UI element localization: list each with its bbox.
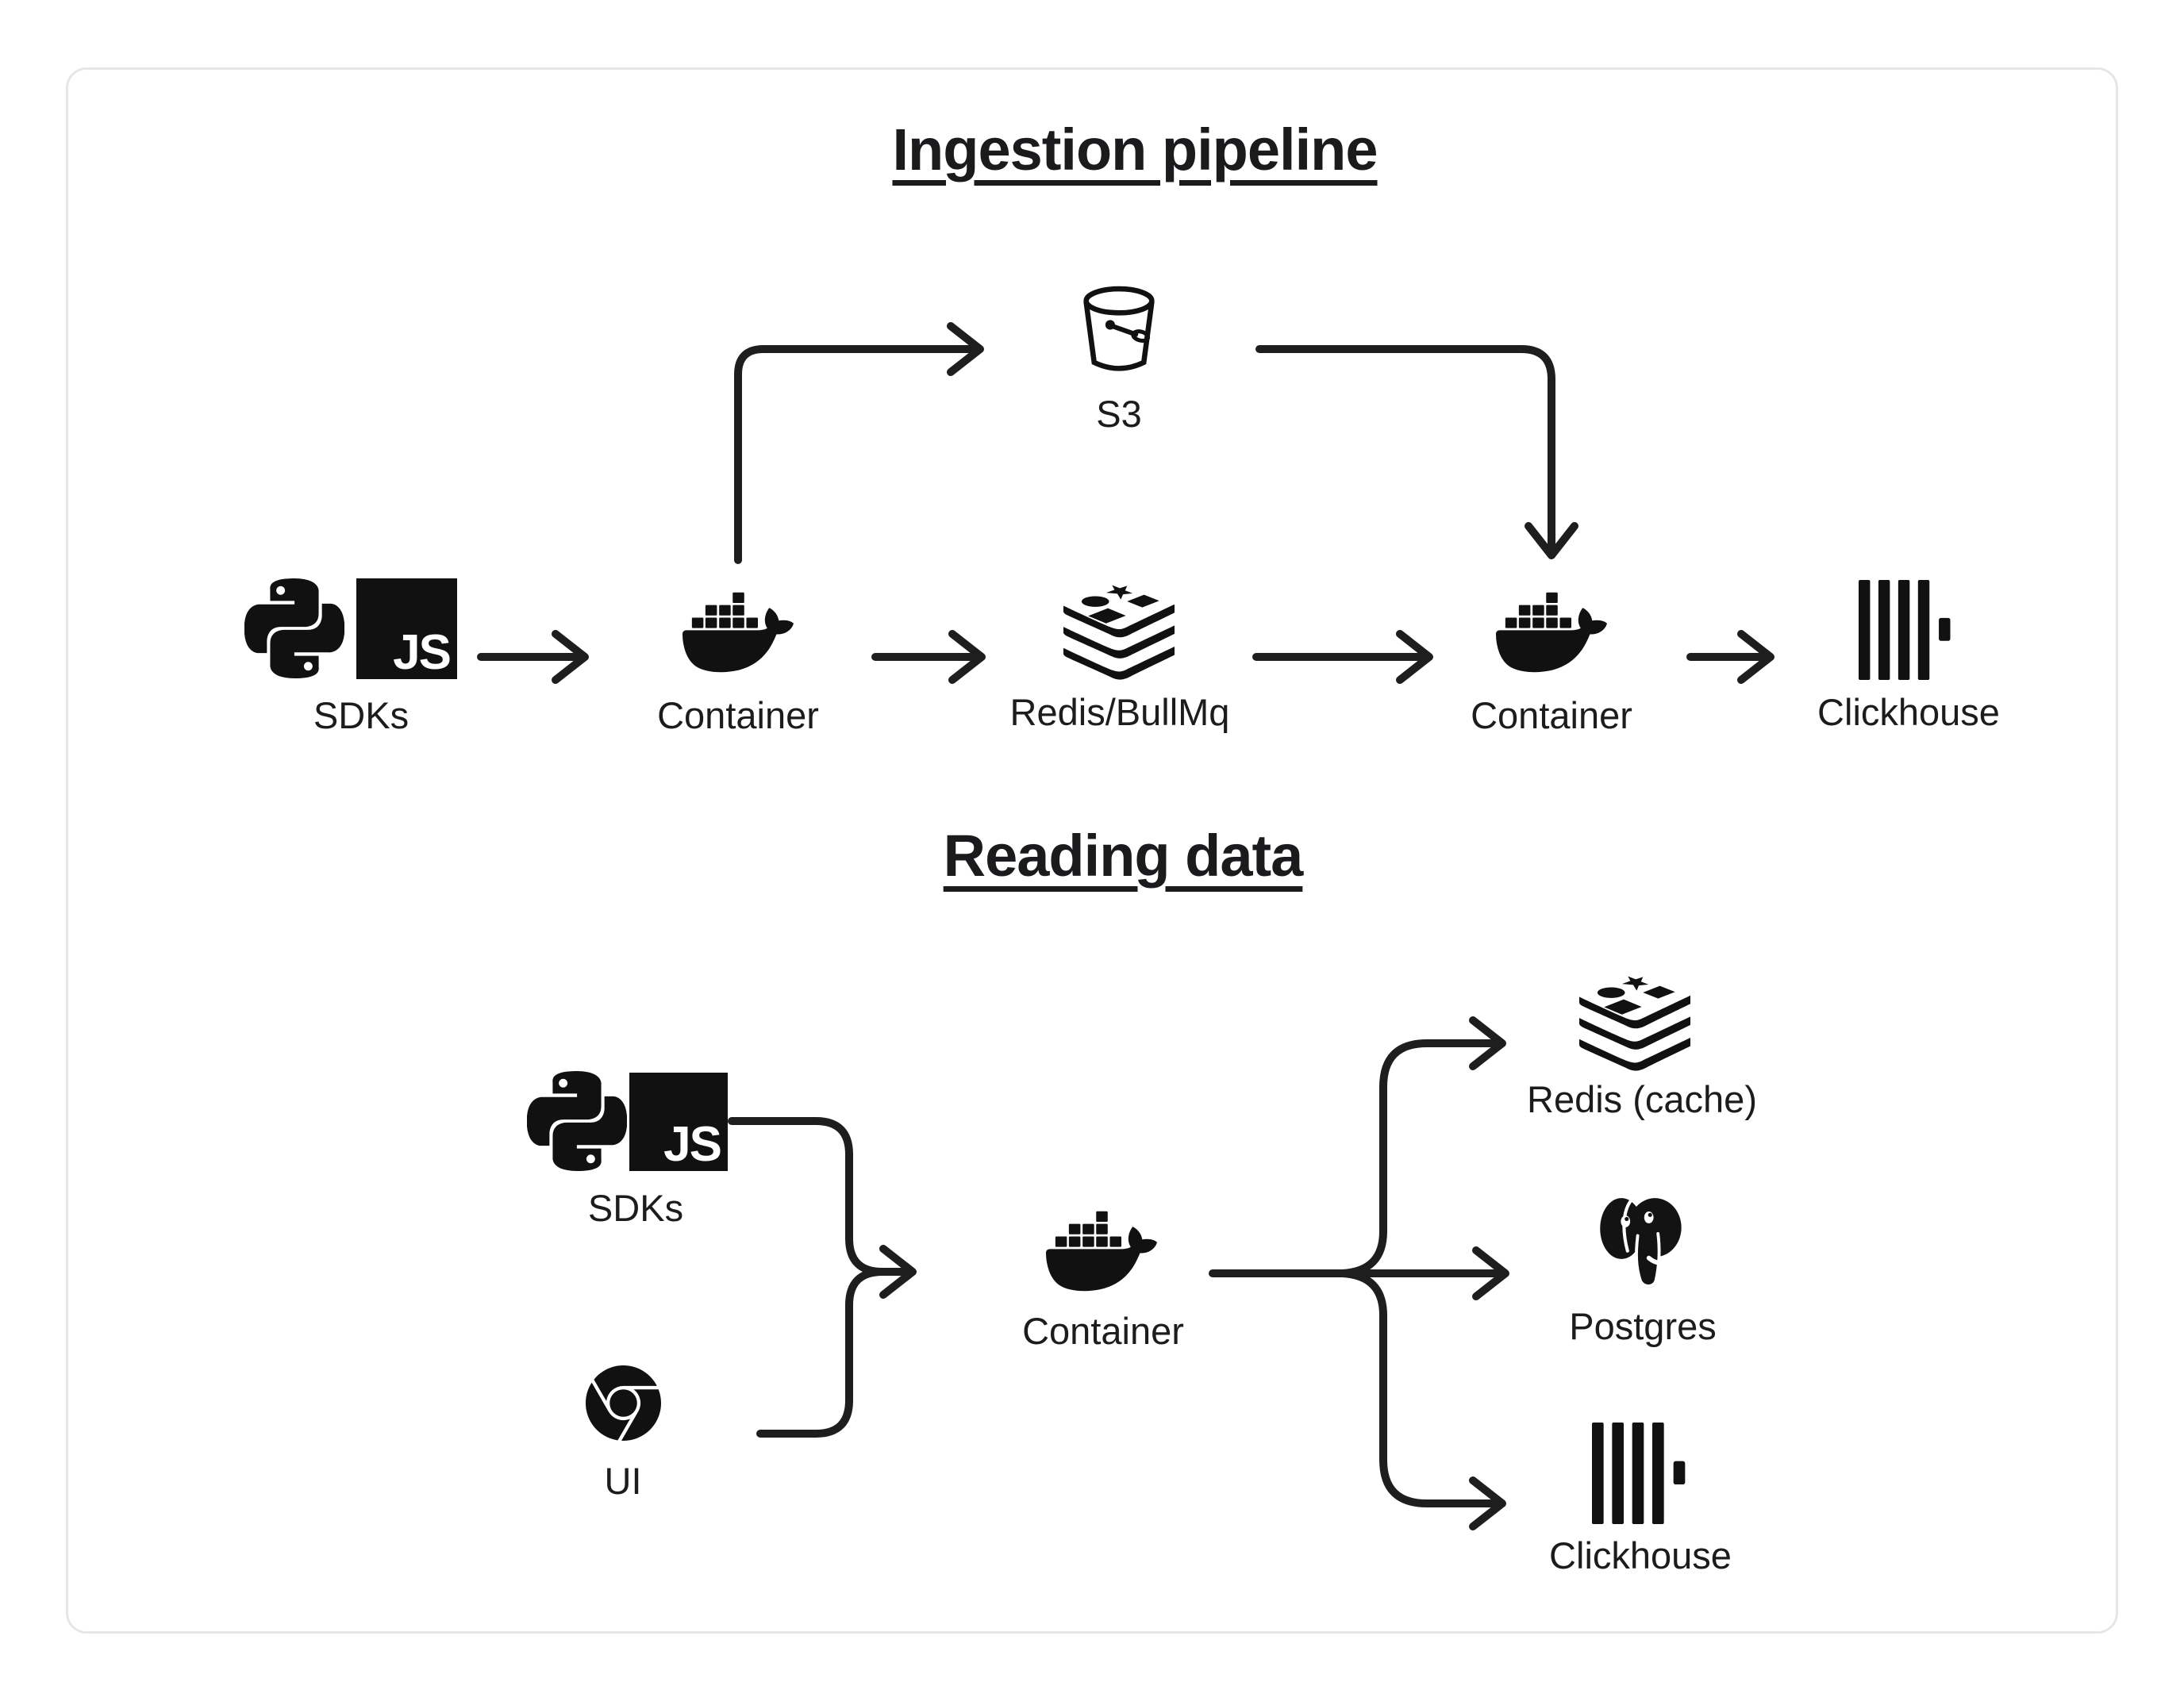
clickhouse-icon (1592, 1423, 1694, 1524)
javascript-icon: JS (356, 578, 457, 679)
docker-icon (1046, 1196, 1157, 1307)
edge-container-to-redis-cache (1339, 1016, 1506, 1277)
edge-container-to-redis (871, 630, 986, 684)
edge-sdks-to-container-reading (728, 1117, 907, 1276)
python-icon (527, 1071, 627, 1171)
edge-sdks-to-container (477, 630, 589, 684)
edge-ui-to-container-reading (756, 1245, 917, 1438)
edge-container-to-s3 (734, 322, 984, 564)
python-icon (244, 578, 344, 678)
javascript-icon: JS (629, 1073, 728, 1171)
sdks-label: SDKs (313, 694, 410, 736)
chrome-icon (586, 1365, 661, 1441)
redis-bullmq-label: Redis/BullMq (1009, 691, 1230, 733)
edge-s3-to-container (1255, 345, 1578, 559)
postgres-label: Postgres (1569, 1305, 1717, 1347)
reading-title: Reading data (943, 823, 1304, 889)
redis-cache-label: Redis (cache) (1527, 1078, 1757, 1120)
docker-icon (1496, 577, 1607, 688)
clickhouse-label: Clickhouse (1817, 691, 2000, 733)
postgres-icon (1592, 1194, 1694, 1296)
redis-icon (1063, 573, 1175, 684)
clickhouse-icon (1859, 580, 1959, 680)
edge-redis-to-container (1252, 630, 1433, 684)
container-in-label: Container (657, 694, 819, 736)
container-reading-label: Container (1022, 1310, 1184, 1352)
docker-icon (682, 577, 794, 688)
ingestion-title: Ingestion pipeline (892, 117, 1378, 182)
s3-label: S3 (1096, 393, 1142, 435)
edge-container-to-clickhouse-reading (1339, 1269, 1506, 1530)
edge-container-to-clickhouse (1686, 630, 1774, 684)
container-worker-label: Container (1471, 694, 1632, 736)
redis-icon (1579, 964, 1690, 1075)
sdks-reading-label: SDKs (587, 1187, 684, 1229)
clickhouse-reading-label: Clickhouse (1549, 1534, 1732, 1576)
ui-label: UI (604, 1460, 642, 1502)
s3-bucket-icon (1075, 281, 1163, 381)
